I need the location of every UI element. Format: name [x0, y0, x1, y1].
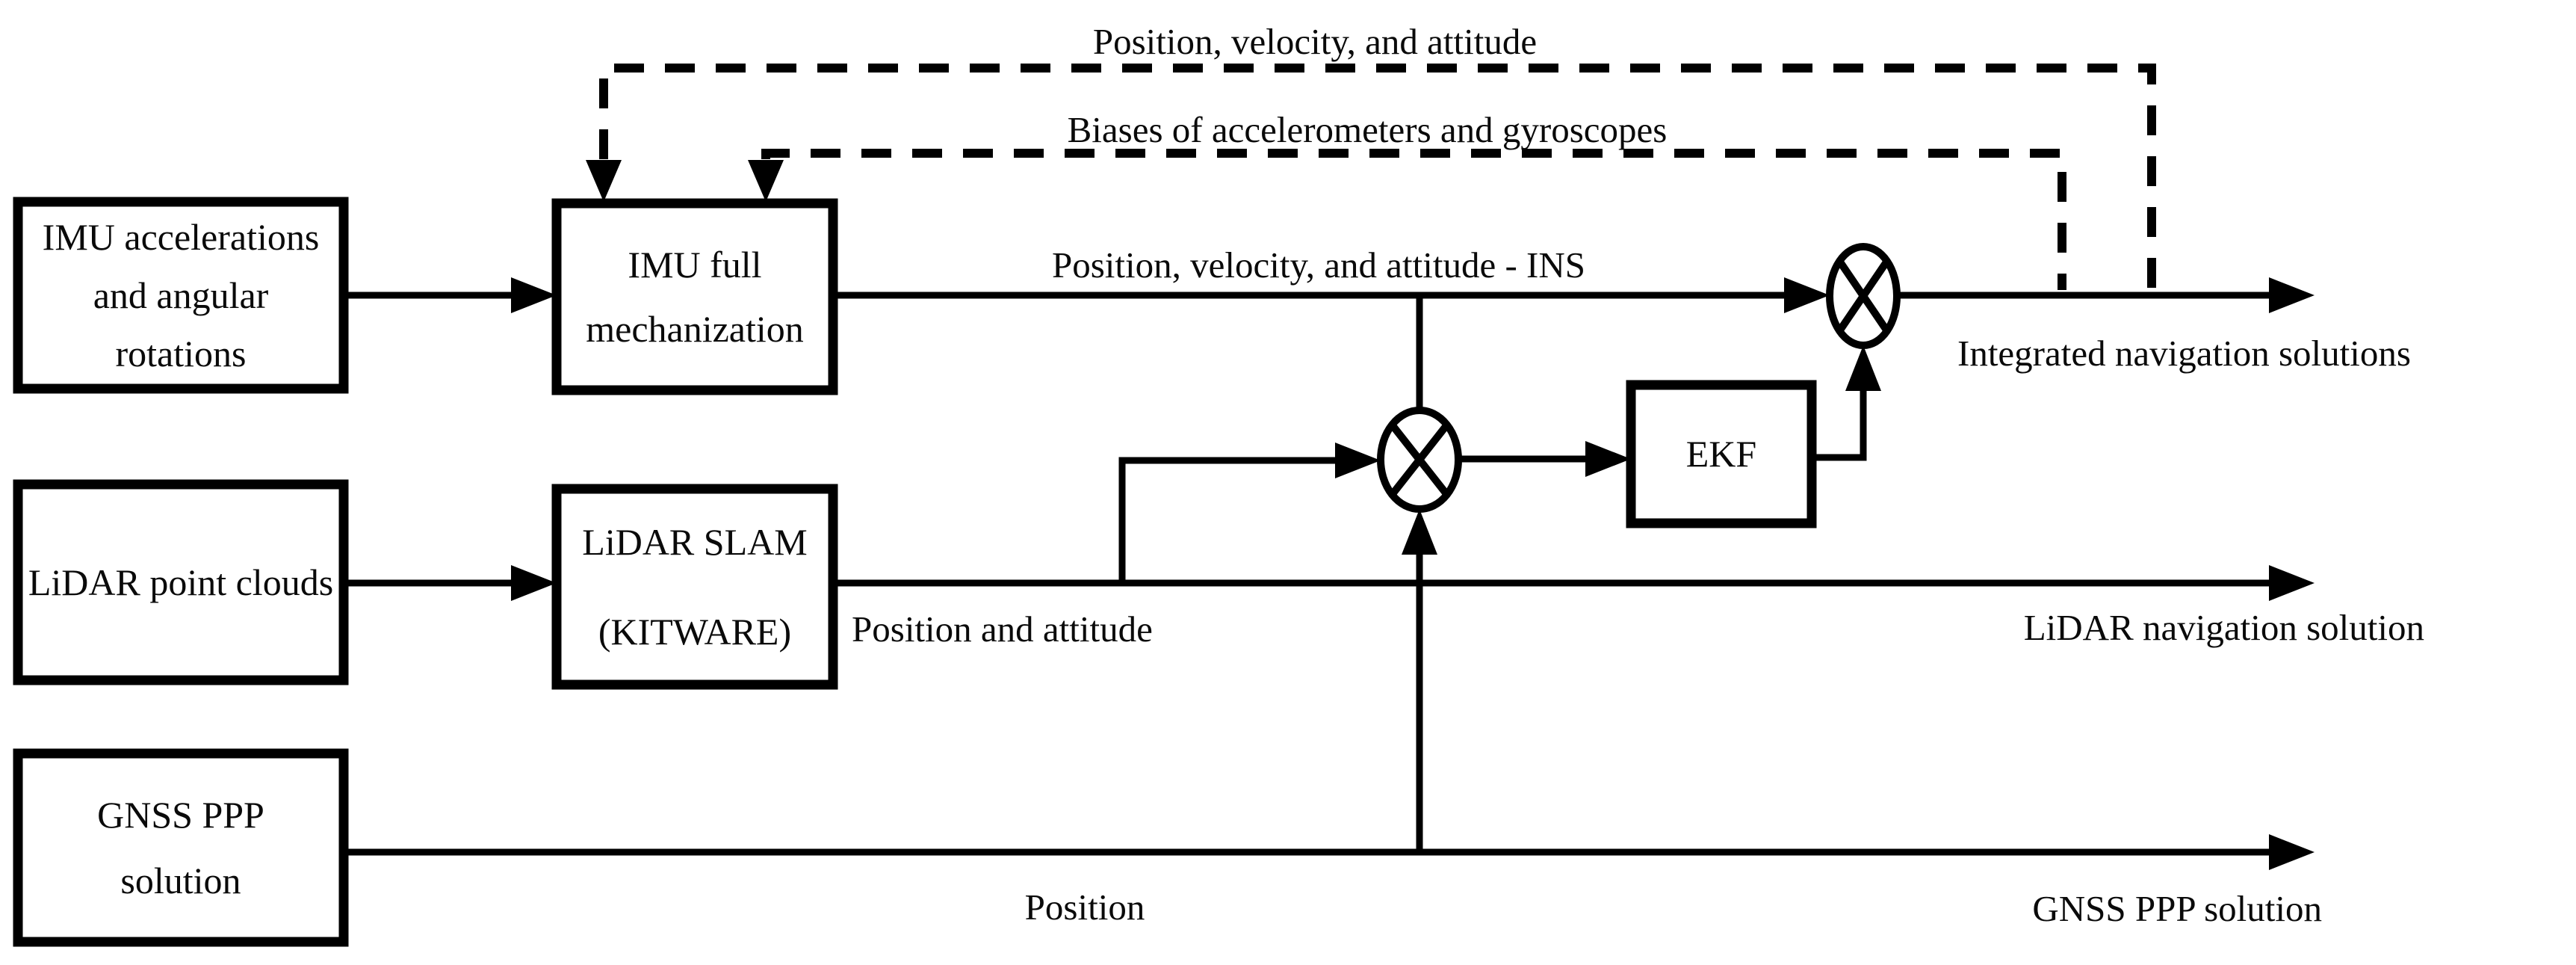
feedback-pva-path [599, 64, 2156, 290]
ins-output-wire [826, 277, 1830, 410]
ekf-label: EKF [1686, 433, 1756, 475]
lidar-slam-box: LiDAR SLAM(KITWARE) [551, 484, 838, 690]
lidar-output-label: LiDAR navigation solution [2024, 607, 2424, 648]
arrowhead-icon [2269, 565, 2315, 601]
integrated-output-label: Integrated navigation solutions [1957, 333, 2411, 374]
gnss-output-label: GNSS PPP solution [2032, 888, 2322, 929]
integrated-output-wire [1897, 277, 2315, 313]
fusion-to-ekf-arrow [1458, 441, 1631, 477]
lidar-output-wire [826, 565, 2315, 601]
ekf-to-integrated-fusion-arrow [1812, 345, 1881, 461]
lidar-input-box: LiDAR point clouds [13, 479, 349, 685]
arrowhead-icon [1402, 509, 1437, 555]
feedback-biases-label: Biases of accelerometers and gyroscopes [1068, 109, 1668, 150]
gnss-tap-to-fusion [1402, 509, 1437, 852]
arrowhead-icon [1845, 345, 1881, 391]
gnss-position-label: Position [1025, 887, 1145, 928]
feedback-biases-path [761, 149, 2066, 290]
arrowhead-icon [2269, 834, 2315, 870]
feedback-biases-arrowhead-icon [748, 160, 784, 202]
ins-output-label: Position, velocity, and attitude - INS [1052, 244, 1585, 286]
feedback-pva-arrowhead-icon [586, 160, 622, 202]
feedback-pva-label: Position, velocity, and attitude [1093, 21, 1537, 62]
ekf-box: EKF [1626, 380, 1817, 528]
feedback-pva-line [586, 64, 2156, 290]
arrowhead-icon [511, 277, 557, 313]
lidar-input-arrow [344, 565, 557, 601]
lidar-position-attitude-label: Position and attitude [852, 608, 1153, 650]
arrowhead-icon [1335, 443, 1381, 478]
lidar-slam-label: LiDAR SLAM(KITWARE) [582, 521, 807, 653]
imu-input-arrow [344, 277, 557, 313]
arrowhead-icon [1784, 277, 1830, 313]
lidar-input-label: LiDAR point clouds [28, 561, 333, 603]
arrowhead-icon [511, 565, 557, 601]
feedback-biases-line [748, 149, 2066, 290]
fusion-node-icon [1377, 407, 1462, 513]
arrowhead-icon [2269, 277, 2315, 313]
lidar-tap-to-fusion [1118, 443, 1381, 583]
integrated-fusion-node-icon [1826, 243, 1901, 349]
arrowhead-icon [1585, 441, 1631, 477]
gnss-output-wire [344, 834, 2315, 870]
